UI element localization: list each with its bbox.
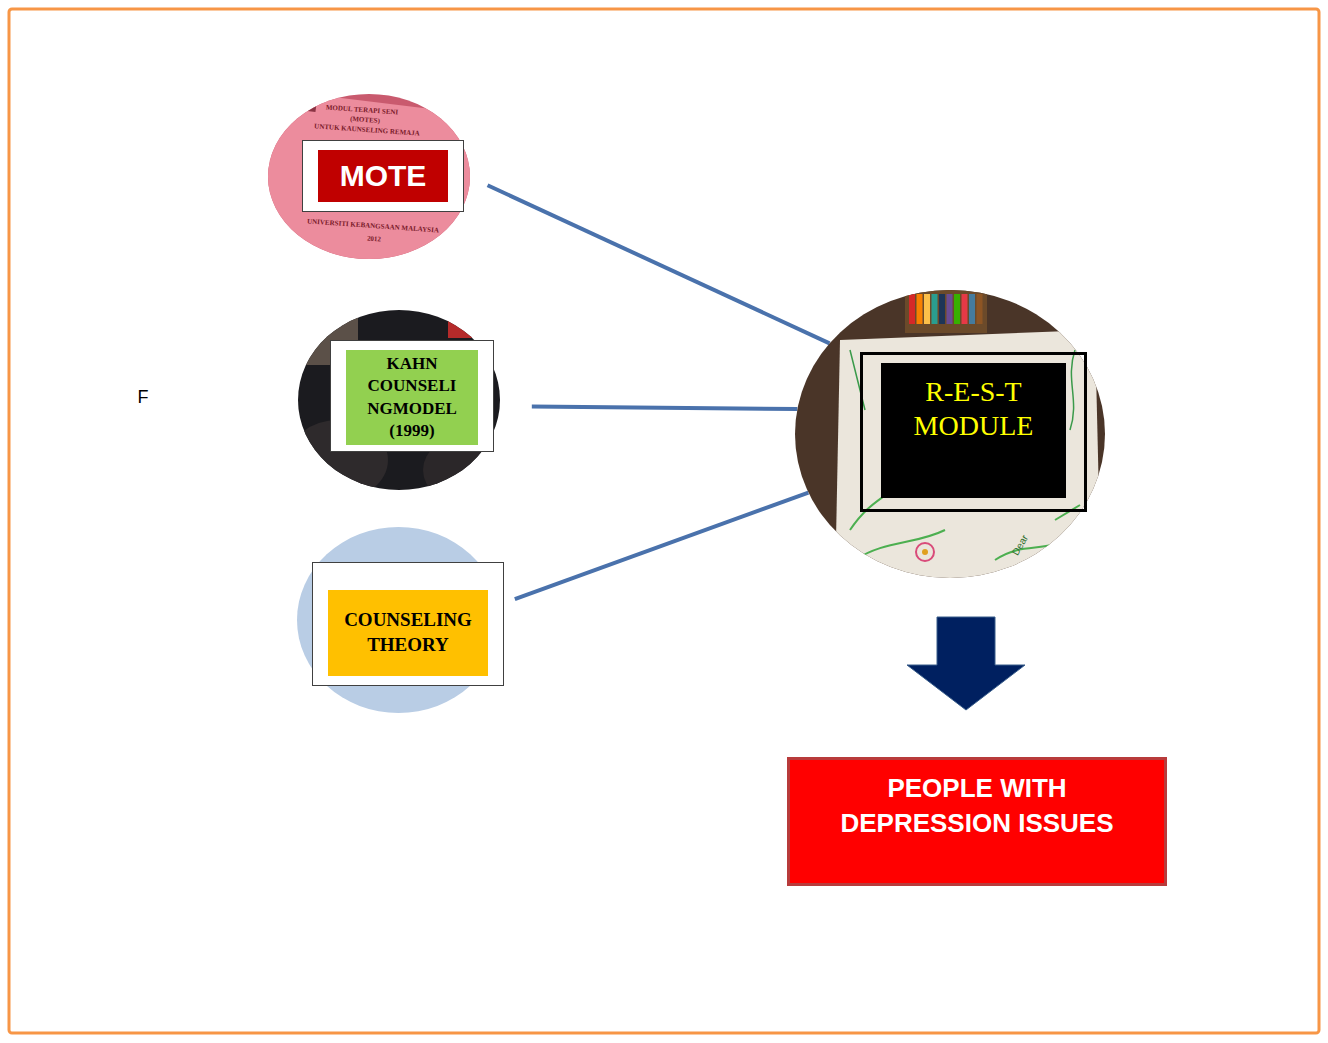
connector-line [515,493,809,599]
block-arrow [907,617,1025,710]
book-cover-text: UNTUK KAUNSELING REMAJA [314,122,420,137]
photo-illustration [298,310,500,490]
page-frame [9,9,1319,1033]
photo-circle: COUNSELING THEORY [297,527,500,713]
photo-circle: KAHN COUNSELI NGMODEL (1999) [298,310,500,490]
label-frame: MOTE [302,140,464,212]
book-cover-text: (MOTES) [350,115,380,125]
connector-line [488,185,830,343]
drawing-text: Dear [1010,533,1030,557]
node-label: R-E-S-T MODULE [881,363,1066,498]
photo-illustration [268,94,470,259]
node-label: PEOPLE WITH DEPRESSION ISSUES [810,771,1144,841]
node-label: MOTE [318,150,448,202]
node-label: KAHN COUNSELI NGMODEL (1999) [346,350,478,445]
label-frame: R-E-S-T MODULE [860,352,1087,512]
label-frame: COUNSELING THEORY [312,562,504,686]
photo-illustration [795,290,1105,578]
book-cover-text: UNIVERSITI KEBANGSAAN MALAYSIA [307,217,439,234]
book-cover-text: MODUL TERAPI SENI [326,103,399,116]
book-cover-text: 2012 [367,235,382,244]
node-label: COUNSELING THEORY [328,590,488,676]
connector-line [532,406,798,409]
photo-circle: R-E-S-T MODULE [795,290,1105,578]
stray-letter: F [138,387,149,408]
target-box: PEOPLE WITH DEPRESSION ISSUES [787,757,1167,886]
label-frame: KAHN COUNSELI NGMODEL (1999) [330,340,494,452]
